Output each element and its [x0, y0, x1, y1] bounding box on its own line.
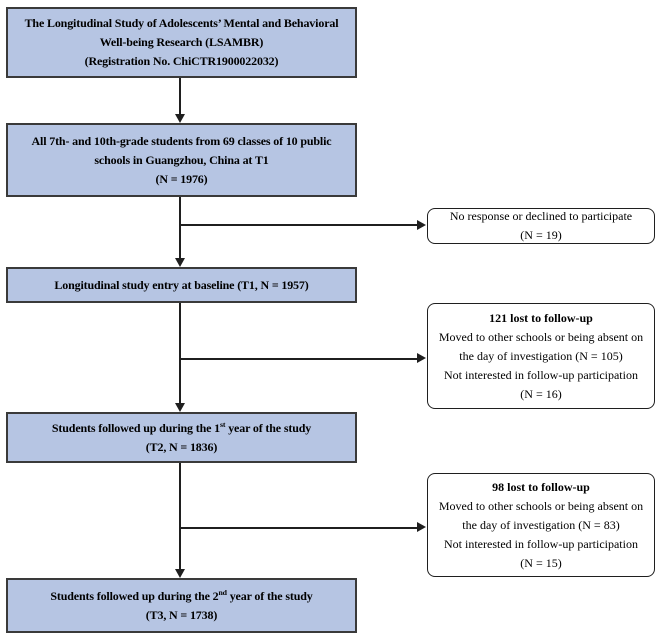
text-line: Not interested in follow-up participatio… [444, 536, 638, 551]
text-line: All 7th- and 10th-grade students from 69… [31, 133, 332, 148]
flow-box-baseline: Longitudinal study entry at baseline (T1… [6, 267, 357, 303]
side-box-heading: 98 lost to follow-up [492, 479, 590, 494]
connector-vertical-2 [179, 197, 181, 259]
arrowhead-down-2-icon [175, 258, 185, 267]
side-box-no-response: No response or declined to participate (… [427, 208, 655, 244]
text-line: Students followed up during the 1st year… [52, 419, 311, 438]
text-segment: Students followed up during the 2 [50, 588, 219, 603]
text-line: the day of investigation (N = 105) [459, 348, 623, 363]
connector-branch-2 [180, 358, 418, 360]
text-line: the day of investigation (N = 83) [462, 517, 620, 532]
text-line: (T2, N = 1836) [145, 439, 218, 454]
text-line: Moved to other schools or being absent o… [438, 498, 644, 513]
arrowhead-right-2-icon [417, 353, 426, 363]
side-box-lost-to-followup-2: 98 lost to follow-up Moved to other scho… [427, 473, 655, 577]
connector-vertical-4 [179, 463, 181, 570]
text-line: (N = 15) [520, 555, 562, 570]
text-line: (N = 16) [520, 386, 562, 401]
connector-branch-1 [180, 224, 418, 226]
arrowhead-down-3-icon [175, 403, 185, 412]
arrowhead-right-3-icon [417, 522, 426, 532]
arrowhead-down-4-icon [175, 569, 185, 578]
text-segment: Students followed up during the 1 [51, 420, 220, 435]
text-line: No response or declined to participate [449, 209, 633, 223]
text-line: (N = 19) [520, 228, 562, 242]
text-line: Well-being Research (LSAMBR) [99, 35, 264, 49]
text-line: The Longitudinal Study of Adolescents’ M… [24, 16, 339, 30]
text-line: Longitudinal study entry at baseline (T1… [54, 277, 309, 292]
flow-box-cohort: All 7th- and 10th-grade students from 69… [6, 123, 357, 197]
superscript-ordinal: st [220, 419, 226, 429]
connector-branch-3 [180, 527, 418, 529]
text-segment: year of the study [226, 588, 313, 603]
text-line: (Registration No. ChiCTR1900022032) [84, 54, 279, 68]
text-line: Not interested in follow-up participatio… [444, 367, 638, 382]
text-segment: year of the study [225, 420, 312, 435]
superscript-ordinal: nd [218, 587, 227, 597]
side-box-lost-to-followup-1: 121 lost to follow-up Moved to other sch… [427, 303, 655, 409]
arrowhead-right-1-icon [417, 220, 426, 230]
flow-box-followup-year2: Students followed up during the 2nd year… [6, 578, 357, 633]
side-box-heading: 121 lost to follow-up [489, 310, 593, 325]
connector-vertical-1 [179, 78, 181, 115]
text-line: (N = 1976) [155, 171, 208, 186]
connector-vertical-3 [179, 303, 181, 404]
text-line: Moved to other schools or being absent o… [438, 329, 644, 344]
flow-box-study-title: The Longitudinal Study of Adolescents’ M… [6, 7, 357, 78]
text-line: (T3, N = 1738) [145, 607, 218, 622]
flow-box-followup-year1: Students followed up during the 1st year… [6, 412, 357, 463]
arrowhead-down-1-icon [175, 114, 185, 123]
text-line: schools in Guangzhou, China at T1 [94, 152, 269, 167]
text-line: Students followed up during the 2nd year… [50, 587, 312, 606]
